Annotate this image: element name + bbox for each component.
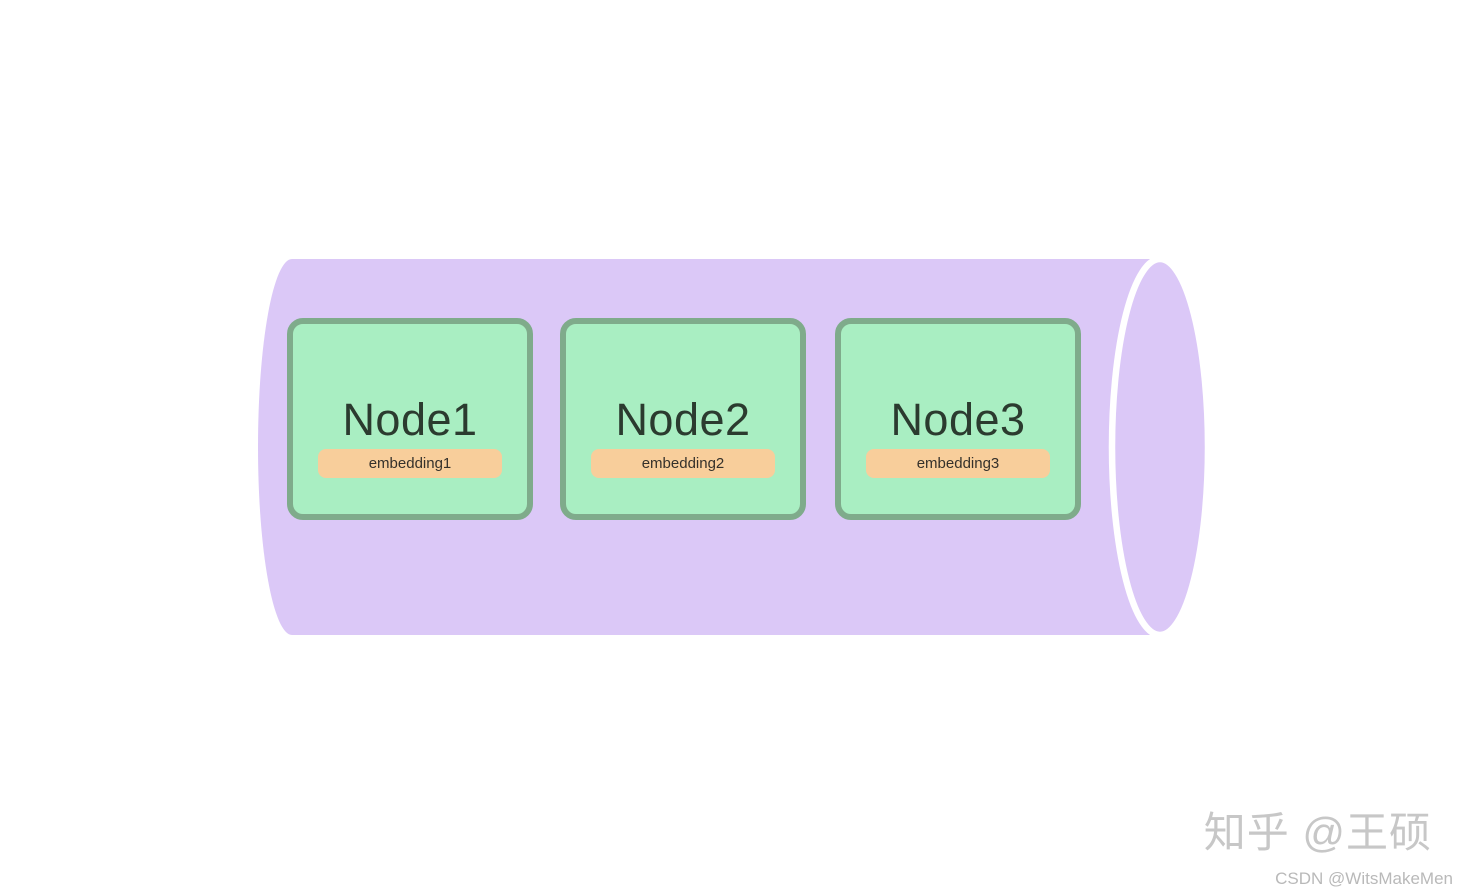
embedding-badge: embedding3 — [866, 449, 1050, 478]
node-title: Node1 — [342, 394, 478, 445]
node-card: Node2 embedding2 — [560, 318, 806, 520]
node-card: Node3 embedding3 — [835, 318, 1081, 520]
embedding-badge: embedding2 — [591, 449, 775, 478]
watermark-zhihu: 知乎 @王硕 — [1203, 809, 1432, 856]
embedding-badge: embedding1 — [318, 449, 502, 478]
node-card: Node1 embedding1 — [287, 318, 533, 520]
watermark-csdn: CSDN @WitsMakeMen — [1275, 869, 1453, 888]
cylinder-end-cap — [1108, 255, 1212, 639]
node-title: Node2 — [615, 394, 751, 445]
node-title: Node3 — [890, 394, 1026, 445]
